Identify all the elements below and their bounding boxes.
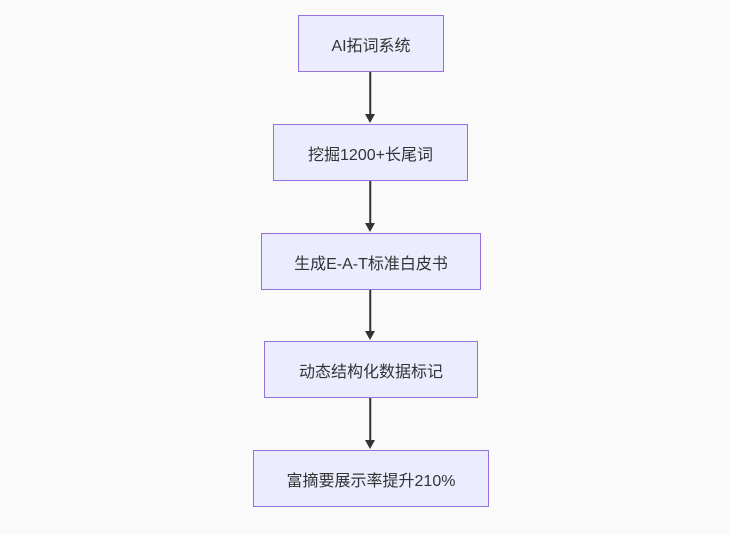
- flow-node-rich-snippet-result: 富摘要展示率提升210%: [253, 450, 489, 507]
- flow-node-ai-word-system: AI拓词系统: [298, 15, 444, 72]
- flow-edge-3: [360, 290, 380, 340]
- arrowhead-down-icon: [365, 114, 375, 123]
- flow-edge-2: [360, 181, 380, 232]
- flow-edge-1: [360, 72, 380, 123]
- edge-line: [369, 181, 371, 225]
- flow-node-structured-data-markup: 动态结构化数据标记: [264, 341, 478, 398]
- flow-node-eat-whitepaper: 生成E-A-T标准白皮书: [261, 233, 481, 290]
- flow-node-longtail-mining: 挖掘1200+长尾词: [273, 124, 468, 181]
- edge-line: [369, 72, 371, 116]
- flow-edge-4: [360, 398, 380, 449]
- arrowhead-down-icon: [365, 331, 375, 340]
- edge-line: [369, 398, 371, 442]
- edge-line: [369, 290, 371, 333]
- arrowhead-down-icon: [365, 440, 375, 449]
- arrowhead-down-icon: [365, 223, 375, 232]
